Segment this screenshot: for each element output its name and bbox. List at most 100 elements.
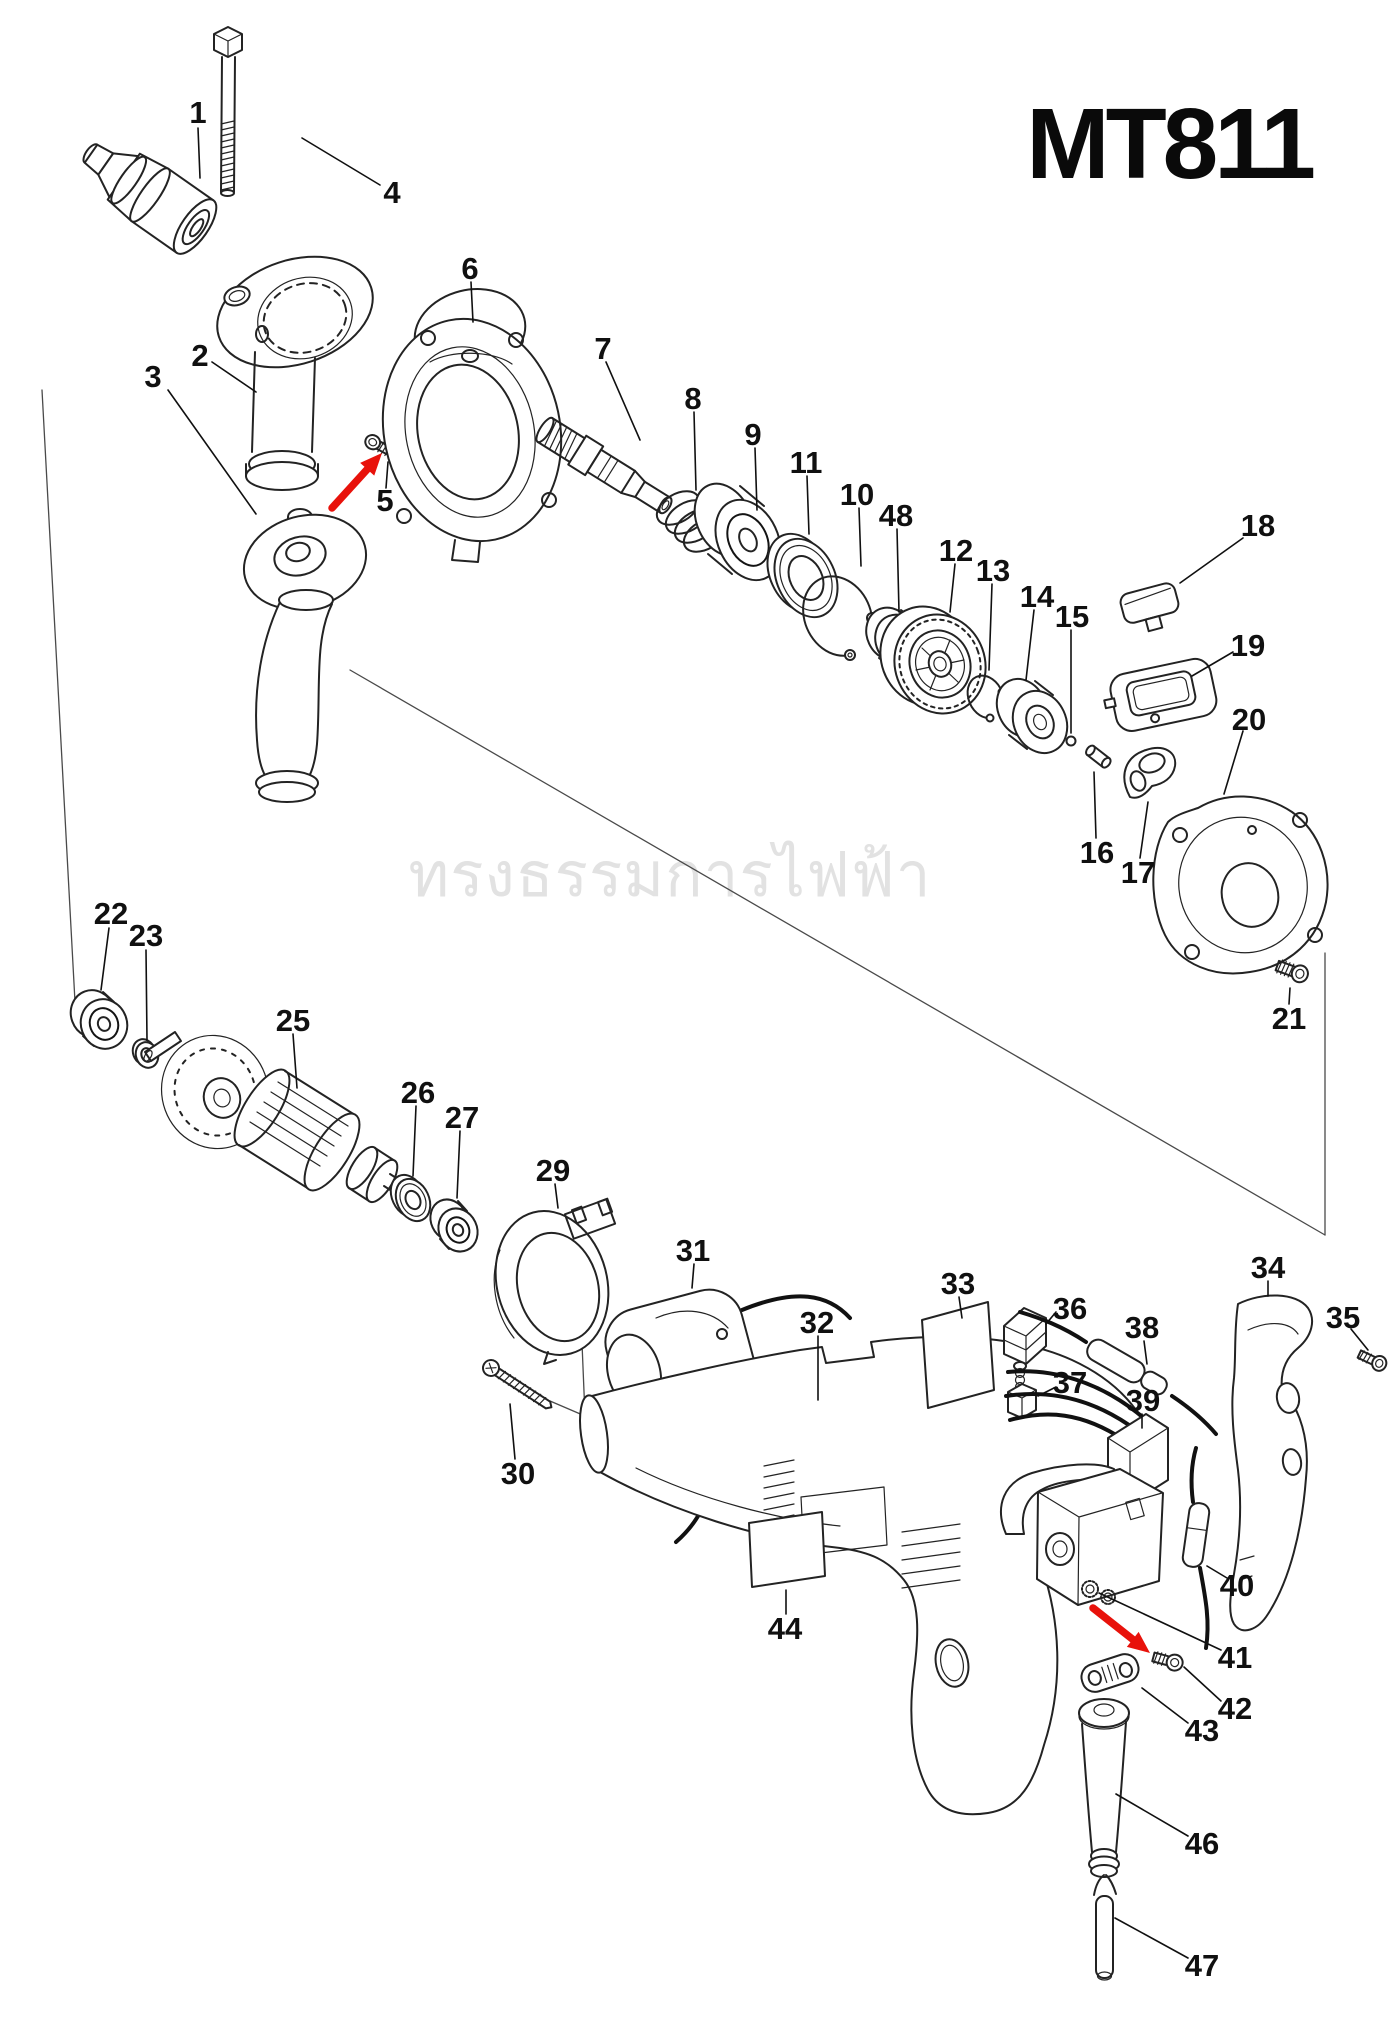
part-label-12: 12 bbox=[939, 533, 973, 568]
plate-33-drawing bbox=[921, 1301, 995, 1409]
part-leader-16 bbox=[1093, 771, 1097, 839]
part-label-20: 20 bbox=[1232, 702, 1266, 737]
part-label-47: 47 bbox=[1185, 1948, 1219, 1983]
part-label-25: 25 bbox=[276, 1003, 310, 1038]
model-title: MT811 bbox=[1026, 88, 1316, 200]
brush-holder-cap-drawing bbox=[1003, 1307, 1047, 1365]
part-leader-14 bbox=[1025, 609, 1035, 681]
part-label-21: 21 bbox=[1272, 1001, 1306, 1036]
part-label-18: 18 bbox=[1241, 508, 1275, 543]
part-label-38: 38 bbox=[1125, 1310, 1159, 1345]
gear-housing-drawing bbox=[381, 288, 563, 563]
bearing-22-drawing bbox=[69, 989, 129, 1050]
fan-baffle-drawing bbox=[493, 1197, 617, 1365]
change-button-drawing bbox=[1119, 582, 1180, 633]
cover-plate-drawing bbox=[1103, 657, 1218, 732]
washer-26-drawing bbox=[389, 1173, 432, 1223]
part-label-2: 2 bbox=[191, 338, 208, 373]
part-leader-41 bbox=[1098, 1592, 1222, 1651]
lever-bracket-drawing bbox=[1123, 747, 1177, 799]
screw-30-drawing bbox=[482, 1359, 553, 1410]
switch-drawing bbox=[1000, 1463, 1164, 1606]
red-arrow-1-head bbox=[360, 453, 382, 476]
part-label-10: 10 bbox=[840, 477, 874, 512]
watermark-text: ทรงธรรมการไฟฟ้า bbox=[408, 841, 932, 910]
part-label-13: 13 bbox=[976, 553, 1010, 588]
part-leader-40 bbox=[1206, 1565, 1228, 1579]
spindle-drawing bbox=[535, 416, 673, 515]
part-leader-18 bbox=[1179, 537, 1244, 584]
part-label-23: 23 bbox=[129, 918, 163, 953]
part-leader-3 bbox=[167, 389, 257, 515]
part-label-40: 40 bbox=[1220, 1568, 1254, 1603]
part-leader-13 bbox=[988, 583, 993, 671]
part-labels-layer: 1234567891011121314151617181920212223252… bbox=[94, 95, 1369, 1983]
chuck-drawing bbox=[82, 143, 218, 255]
part-leader-2 bbox=[211, 361, 257, 393]
name-plate-drawing bbox=[748, 1511, 826, 1588]
part-leader-4 bbox=[301, 137, 381, 186]
part-leader-30 bbox=[509, 1403, 516, 1460]
part-label-29: 29 bbox=[536, 1153, 570, 1188]
part-leader-22 bbox=[100, 927, 110, 991]
part-leader-25 bbox=[292, 1033, 298, 1089]
part-leader-37 bbox=[1037, 1386, 1057, 1397]
angle-head-drawing bbox=[216, 255, 374, 491]
part-label-17: 17 bbox=[1121, 855, 1155, 890]
part-leader-5 bbox=[385, 461, 389, 489]
part-leader-46 bbox=[1115, 1793, 1189, 1837]
part-leader-43 bbox=[1141, 1687, 1189, 1724]
part-label-31: 31 bbox=[676, 1233, 710, 1268]
part-label-34: 34 bbox=[1251, 1250, 1286, 1285]
part-label-35: 35 bbox=[1326, 1300, 1360, 1335]
part-label-30: 30 bbox=[501, 1456, 535, 1491]
cord-clamp-drawing bbox=[1080, 1653, 1140, 1693]
part-label-5: 5 bbox=[376, 483, 393, 518]
screw-21-drawing bbox=[1274, 959, 1309, 984]
part-label-42: 42 bbox=[1218, 1691, 1252, 1726]
bearing-27-drawing bbox=[429, 1198, 479, 1253]
part-leader-21 bbox=[1288, 987, 1291, 1005]
part-label-16: 16 bbox=[1080, 835, 1114, 870]
part-label-32: 32 bbox=[800, 1305, 834, 1340]
part-label-4: 4 bbox=[383, 175, 401, 210]
part-leader-1 bbox=[197, 127, 201, 179]
part-leader-17 bbox=[1139, 801, 1149, 859]
part-label-43: 43 bbox=[1185, 1713, 1219, 1748]
screw-42-drawing bbox=[1151, 1651, 1184, 1672]
part-label-48: 48 bbox=[879, 498, 913, 533]
part-leader-7 bbox=[605, 361, 641, 441]
part-label-14: 14 bbox=[1020, 579, 1055, 614]
part-leader-42 bbox=[1183, 1666, 1222, 1702]
ball-bearing-drawing bbox=[693, 482, 782, 582]
part-leader-48 bbox=[896, 528, 900, 613]
part-label-11: 11 bbox=[790, 445, 823, 480]
part-leader-38 bbox=[1143, 1340, 1148, 1365]
red-arrow-2-shaft bbox=[1089, 1604, 1142, 1647]
gear-drawing bbox=[879, 605, 987, 715]
power-cord-drawing bbox=[1093, 1874, 1117, 1981]
part-label-9: 9 bbox=[744, 417, 761, 452]
part-label-7: 7 bbox=[594, 331, 611, 366]
screw-35-drawing bbox=[1356, 1349, 1388, 1372]
part-leader-12 bbox=[949, 563, 956, 613]
steel-ball-drawing bbox=[1065, 735, 1077, 747]
bolt-drawing bbox=[213, 26, 243, 197]
part-leader-47 bbox=[1114, 1917, 1189, 1959]
part-label-22: 22 bbox=[94, 896, 128, 931]
part-label-44: 44 bbox=[768, 1611, 803, 1646]
part-leader-26 bbox=[412, 1105, 417, 1177]
alignment-lines bbox=[41, 389, 1326, 1417]
part-label-8: 8 bbox=[684, 381, 701, 416]
side-handle-drawing bbox=[242, 508, 368, 803]
part-label-15: 15 bbox=[1055, 599, 1089, 634]
part-leader-35 bbox=[1350, 1328, 1369, 1351]
armature-drawing bbox=[143, 1031, 407, 1204]
part-leader-20 bbox=[1223, 730, 1244, 795]
inductor-38-drawing bbox=[1018, 1310, 1218, 1436]
bearing-14-drawing bbox=[995, 677, 1069, 755]
part-label-3: 3 bbox=[144, 359, 161, 394]
part-leader-6 bbox=[470, 281, 474, 323]
housing-cover-drawing bbox=[1152, 795, 1329, 975]
part-leader-29 bbox=[554, 1183, 559, 1209]
